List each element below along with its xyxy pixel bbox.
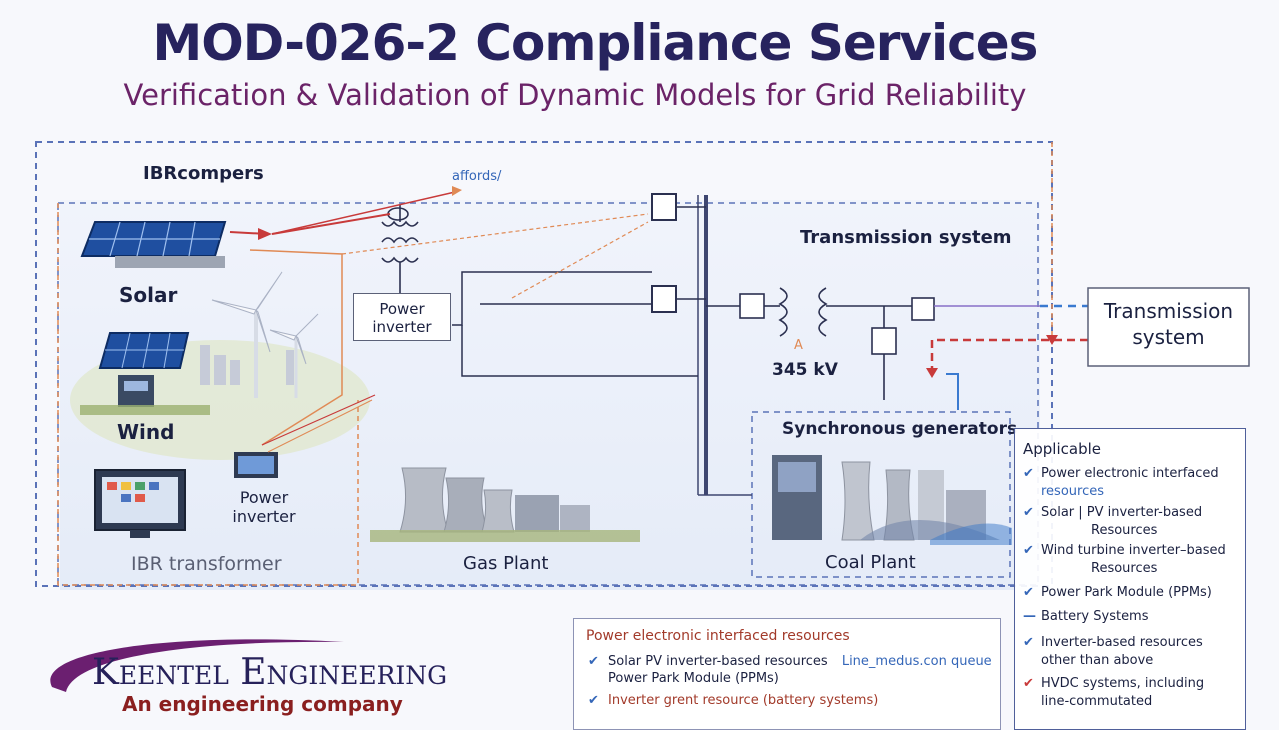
inverter-to-bus-upper — [452, 271, 652, 326]
voltage-marker: A — [794, 338, 803, 353]
resources-item-text: Power Park Module (PPMs) — [608, 671, 779, 686]
applicable-item: ✔ Power Park Module (PPMs) — [1023, 584, 1245, 602]
transmission-box-label: Transmission system — [1088, 298, 1249, 350]
applicable-item-sub: Resources — [1091, 561, 1158, 576]
dash-icon: — — [1023, 609, 1036, 624]
coal-plant-label: Coal Plant — [825, 552, 916, 573]
ibr-orange-boundary — [57, 203, 359, 586]
applicable-panel: Applicable ✔ Power electronic interfaced … — [1014, 428, 1246, 730]
applicable-item-sub: Resources — [1091, 523, 1158, 538]
power-inverter-lower-line2: inverter — [232, 507, 296, 526]
resources-item-text: Solar PV inverter-based resources — [608, 654, 828, 669]
affords-label: affords/ — [452, 169, 502, 184]
sync-gen-label: Synchronous generators — [782, 419, 1018, 439]
resources-item: ✔ Inverter grent resource (battery system… — [588, 692, 878, 709]
orange-arrow-head — [1046, 335, 1058, 345]
wind-turbine-icon — [211, 271, 319, 398]
city-skyline-icon — [200, 345, 294, 385]
coal-plant-icon — [772, 455, 1012, 545]
page-title: MOD-026-2 Compliance Services — [152, 14, 1039, 72]
applicable-item: ✔ Solar | PV inverter-based Resources — [1023, 504, 1245, 540]
resources-item: Power Park Module (PPMs) — [588, 670, 779, 687]
resources-panel: Power electronic interfaced resources ✔ S… — [573, 618, 1001, 730]
applicable-item-text: Power electronic interfaced — [1041, 466, 1219, 481]
resources-item-text: Inverter grent resource (battery systems… — [608, 693, 879, 708]
power-inverter-lower-line1: Power — [239, 488, 289, 507]
inverter-device-icon — [234, 452, 278, 478]
transmission-box-line2: system — [1132, 325, 1205, 349]
breaker-lower — [651, 285, 677, 313]
power-inverter-box: Power inverter — [353, 293, 451, 341]
applicable-item: ✔ HVDC systems, including line-commutated — [1023, 675, 1245, 711]
red-arrow-head — [926, 368, 938, 378]
control-monitor-icon — [94, 469, 186, 538]
wind-label: Wind — [117, 420, 175, 444]
gas-plant-icon — [370, 467, 640, 542]
step-up-transformer-symbol — [706, 287, 1040, 400]
ibr-transformer-label: IBR transformer — [131, 553, 282, 575]
transmission-box-line1: Transmission — [1103, 299, 1234, 323]
applicable-item: ✔ Power electronic interfaced resources — [1023, 465, 1245, 501]
ibr-label: IBRcompers — [143, 163, 264, 184]
applicable-item: ✔ Inverter-based resources other than abo… — [1023, 634, 1245, 670]
applicable-item-sub: line-commutated — [1041, 694, 1153, 709]
orange-dashed-route — [341, 213, 649, 255]
page-subtitle: Verification & Validation of Dynamic Mod… — [123, 78, 1027, 112]
solar-panel-icon — [80, 221, 227, 268]
applicable-item-text: Battery Systems — [1041, 609, 1149, 624]
power-inverter-box-line1: Power — [379, 300, 425, 318]
voltage-label: 345 kV — [772, 360, 838, 380]
wind-solar-house-icon — [80, 332, 210, 415]
check-icon: ✔ — [1023, 543, 1034, 558]
power-inverter-box-line2: inverter — [372, 318, 432, 336]
applicable-item: ✔ Wind turbine inverter–based Resources — [1023, 542, 1245, 578]
check-icon: ✔ — [1023, 585, 1034, 600]
company-logo-text: Keentel Engineering — [92, 652, 448, 693]
solar-label: Solar — [119, 283, 178, 307]
transmission-link-red — [930, 338, 1088, 372]
gas-plant-label: Gas Plant — [463, 553, 549, 574]
outer-dashed-boundary — [35, 141, 1053, 587]
blue-connector — [946, 373, 959, 410]
applicable-heading: Applicable — [1023, 440, 1101, 458]
check-icon: ✔ — [588, 654, 599, 669]
transmission-inner-label: Transmission system — [800, 227, 1012, 248]
applicable-item: — Battery Systems — [1023, 608, 1245, 626]
check-icon: ✔ — [1023, 505, 1034, 520]
grid-diagram — [35, 141, 1250, 590]
check-icon: ✔ — [588, 693, 599, 708]
check-icon: ✔ — [1023, 676, 1034, 691]
logo-swoosh-icon — [50, 639, 344, 692]
company-tagline: An engineering company — [122, 692, 403, 716]
inverter-to-bus-lower — [461, 325, 698, 377]
check-icon: ✔ — [1023, 466, 1034, 481]
resources-item: ✔ Solar PV inverter-based resources Line_… — [588, 653, 992, 670]
power-inverter-lower-label: Power inverter — [232, 488, 296, 526]
resources-heading: Power electronic interfaced resources — [586, 628, 850, 644]
applicable-item-text: Inverter-based resources — [1041, 635, 1203, 650]
applicable-item-sub: other than above — [1041, 653, 1154, 668]
applicable-item-text: Wind turbine inverter–based — [1041, 543, 1226, 558]
applicable-item-text: Power Park Module (PPMs) — [1041, 585, 1212, 600]
transmission-system-box — [1087, 287, 1250, 367]
breaker-upper — [651, 193, 677, 221]
check-icon: ✔ — [1023, 635, 1034, 650]
applicable-item-text: HVDC systems, including — [1041, 676, 1205, 691]
orange-ibr-route — [249, 249, 343, 446]
applicable-item-text: Solar | PV inverter-based — [1041, 505, 1203, 520]
resources-item-extra: Line_medus.con queue — [841, 654, 992, 669]
applicable-item-sub: resources — [1041, 484, 1105, 499]
